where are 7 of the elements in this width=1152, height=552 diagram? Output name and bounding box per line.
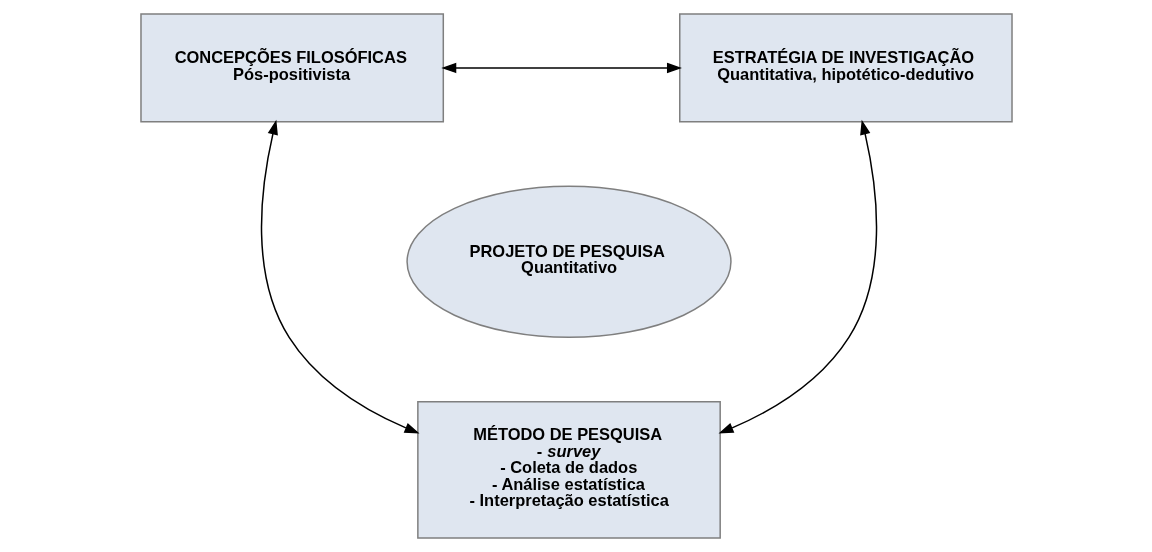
arrow: [440, 62, 682, 74]
node-box: ESTRATÉGIA DE INVESTIGAÇÃO Quantitativa, hipotético-dedutivo: [678, 13, 1013, 123]
arrow: [260, 119, 420, 434]
arrow: [718, 119, 877, 434]
node-ellipse: PROJETO DE PESQUISA Quantitativo: [405, 185, 732, 339]
node-box: CONCEPÇÕES FILOSÓFICAS Pós-positivista: [139, 13, 444, 123]
node-box: MÉTODO DE PESQUISA - survey - Coleta de dados - Análise estatística - Interpretação estatística: [416, 400, 721, 539]
